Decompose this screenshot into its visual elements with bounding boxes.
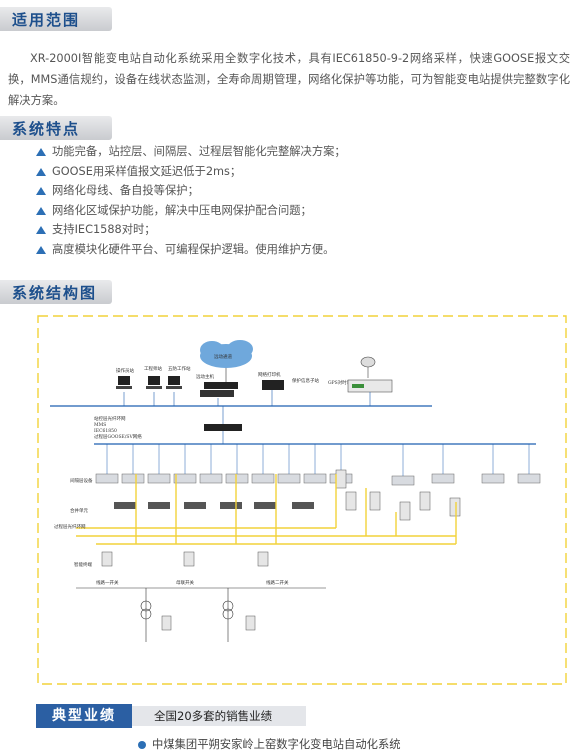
feature-item: 功能完备，站控层、间隔层、过程层智能化完整解决方案； (36, 142, 346, 162)
workstation-icon (116, 376, 182, 389)
section-header-performance: 典型业绩 (36, 704, 132, 728)
triangle-bullet-icon (36, 206, 46, 215)
section-header-features: 系统特点 (0, 116, 112, 140)
system-structure-diagram: 远动通道 操作员站 工程师站 五防工作站 远动主机 网络打印机 保护信息子站 G… (37, 315, 567, 685)
server-icon (200, 380, 284, 397)
feature-item: 高度模块化硬件平台、可编程保护逻辑。使用维护方便。 (36, 240, 346, 260)
goose-sv-network (76, 474, 457, 545)
section-title: 系统特点 (12, 120, 81, 138)
feature-item: 网络化区域保护功能，解决中压电网保护配合问题； (36, 201, 346, 221)
feature-list: 功能完备，站控层、间隔层、过程层智能化完整解决方案； GOOSE用采样值报文延迟… (36, 142, 346, 260)
intro-paragraph: XR-2000I智能变电站自动化系统采用全数字化技术，具有IEC61850-9-… (8, 52, 570, 108)
section-title: 适用范围 (12, 11, 81, 29)
cloud-icon: 远动通道 (200, 340, 253, 368)
svg-text:站控层光纤环网: 站控层光纤环网 (94, 415, 126, 422)
svg-text:远动主机: 远动主机 (196, 373, 214, 380)
triangle-bullet-icon (36, 245, 46, 254)
svg-text:线路二开关: 线路二开关 (266, 579, 289, 586)
svg-text:智能终端: 智能终端 (74, 561, 92, 568)
svg-text:IEC61850: IEC61850 (94, 428, 117, 434)
cloud-label: 远动通道 (214, 353, 232, 360)
section-title: 系统结构图 (12, 284, 98, 302)
svg-text:操作员站: 操作员站 (116, 367, 134, 374)
diagram-frame (37, 315, 567, 685)
gps-clock-icon (347, 379, 393, 393)
svg-text:过程层光纤环网: 过程层光纤环网 (54, 523, 86, 530)
svg-text:间隔层设备: 间隔层设备 (70, 477, 93, 484)
svg-text:MMS: MMS (94, 422, 106, 428)
satellite-dish-icon (360, 356, 376, 378)
feature-item: 网络化母线、备自投等保护； (36, 181, 346, 201)
svg-text:五防工作站: 五防工作站 (168, 365, 191, 372)
svg-text:工程师站: 工程师站 (144, 365, 162, 372)
feature-item: 支持IEC1588对时； (36, 220, 346, 240)
primary-equipment (76, 587, 326, 642)
triangle-bullet-icon (36, 226, 46, 235)
section-header-scope: 适用范围 (0, 7, 112, 31)
svg-text:网络打印机: 网络打印机 (258, 371, 281, 378)
svg-text:合并单元: 合并单元 (70, 507, 88, 514)
svg-text:GPS对时装置: GPS对时装置 (328, 379, 356, 386)
svg-text:母联开关: 母联开关 (176, 579, 194, 586)
svg-text:过程层GOOSE/SV网络: 过程层GOOSE/SV网络 (94, 433, 142, 440)
performance-item: 中煤集团平朔安家岭上窑数字化变电站自动化系统 (138, 736, 401, 752)
section-header-structure: 系统结构图 (0, 280, 112, 304)
triangle-bullet-icon (36, 187, 46, 196)
performance-subtitle: 全国20多套的销售业绩 (154, 709, 273, 723)
triangle-bullet-icon (36, 148, 46, 156)
bullet-dot-icon (138, 741, 146, 749)
bay-device-row (95, 473, 541, 486)
triangle-bullet-icon (36, 167, 46, 176)
svg-text:保护信息子站: 保护信息子站 (292, 377, 319, 384)
intelligent-terminal-row (101, 551, 269, 567)
switch-icon (204, 424, 242, 431)
svg-text:线路一开关: 线路一开关 (96, 579, 119, 586)
merging-unit-row (114, 502, 314, 509)
feature-item: GOOSE用采样值报文延迟低于2ms； (36, 162, 346, 182)
